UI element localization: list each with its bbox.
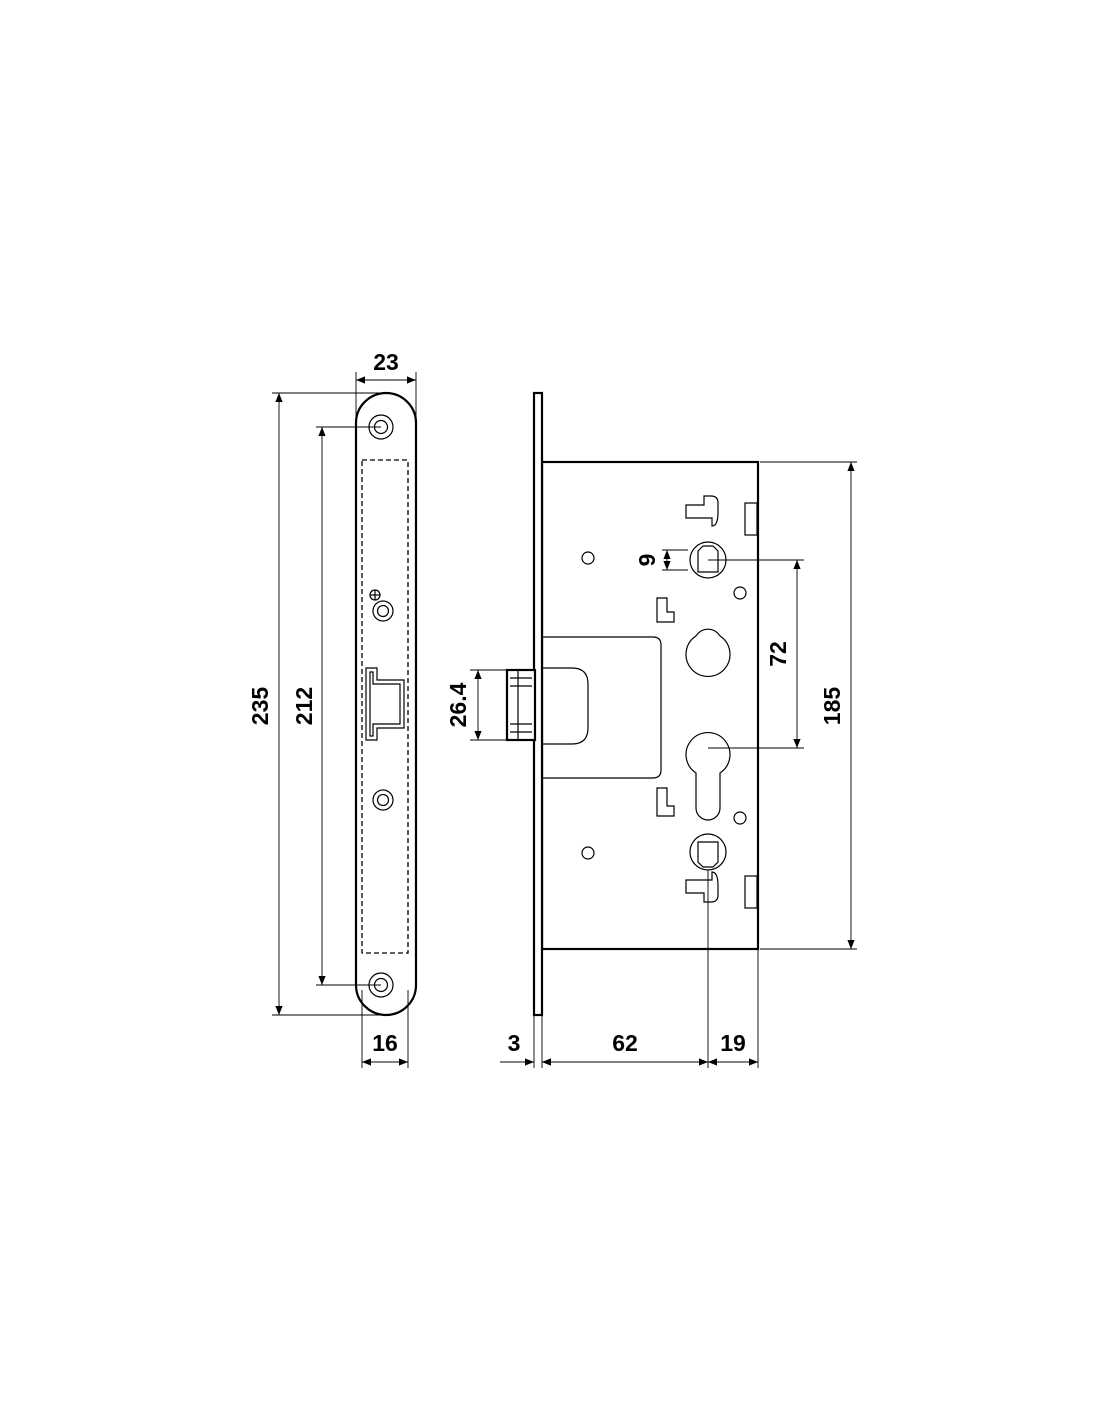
faceplate-outline <box>354 391 418 1017</box>
keyhole-lower <box>685 732 731 821</box>
dim-plate-3: 3 <box>508 1030 521 1056</box>
dim-spacing-212: 212 <box>291 687 317 725</box>
dim-width-16: 16 <box>372 1030 398 1056</box>
dim-spindle-9: 9 <box>634 554 660 567</box>
dim-height-185: 185 <box>819 687 845 726</box>
faceplate-adjust-screw <box>369 589 381 601</box>
dim-length-235: 235 <box>247 687 273 726</box>
lock-body-outline <box>540 460 760 951</box>
body-hole-right-bottom <box>733 811 747 825</box>
dim-backset-62: 62 <box>612 1030 638 1056</box>
hook-bottom <box>685 871 719 903</box>
tab-upper <box>656 597 675 623</box>
lock-side-view: 26.4 9 72 185 3 62 19 <box>445 391 857 1068</box>
faceplate-hole-lower <box>372 789 394 811</box>
dim-depth-19: 19 <box>720 1030 746 1056</box>
latch-bolt <box>505 668 537 742</box>
body-hole-right-top <box>733 586 747 600</box>
dim-center-72: 72 <box>765 641 791 667</box>
faceplate-hidden-body <box>361 459 409 954</box>
dim-width-23: 23 <box>373 349 399 375</box>
tab-lower <box>656 787 675 817</box>
edge-slot-bottom <box>744 875 758 909</box>
body-hole-left-top <box>581 551 595 565</box>
keyhole-upper <box>685 628 731 677</box>
latch-tail <box>542 636 662 779</box>
body-hole-left-bottom <box>581 846 595 860</box>
faceplate-view: 23 235 212 16 <box>247 349 418 1068</box>
faceplate-latch-opening <box>365 667 405 741</box>
hook-top <box>685 495 719 527</box>
dim-latch-26-4: 26.4 <box>445 682 471 727</box>
edge-slot-top <box>744 502 758 536</box>
faceplate-hole-upper <box>372 600 394 622</box>
